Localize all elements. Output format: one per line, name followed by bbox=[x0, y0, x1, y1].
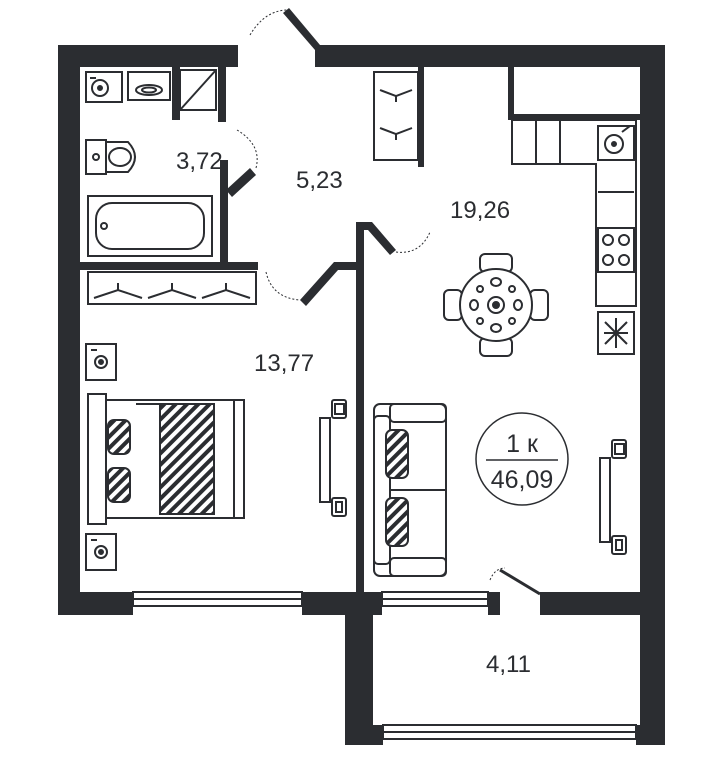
furniture bbox=[85, 69, 637, 577]
bed-icon bbox=[87, 393, 245, 525]
balcony-area-label: 4,11 bbox=[486, 651, 531, 678]
utility-shaft-icon bbox=[179, 69, 217, 111]
hall-area-label: 5,23 bbox=[296, 167, 343, 194]
bathroom-door-swing bbox=[236, 129, 258, 169]
bedroom-area-label: 13,77 bbox=[254, 350, 314, 377]
apartment-summary-badge bbox=[475, 412, 569, 506]
balcony-door-swing bbox=[489, 567, 506, 581]
kitchen-counter-icon bbox=[511, 119, 637, 307]
nightstand-top-icon bbox=[85, 343, 117, 381]
balcony-door-leaf bbox=[499, 568, 541, 596]
living-kitchen-area-label: 19,26 bbox=[450, 197, 510, 224]
bedroom-tv-icon bbox=[319, 399, 347, 517]
door-swings bbox=[236, 9, 506, 581]
hall-wardrobe-icon bbox=[373, 71, 419, 161]
nightstand-bottom-icon bbox=[85, 533, 117, 571]
windows bbox=[132, 591, 637, 740]
living-tv-icon bbox=[599, 439, 627, 555]
room-count-label: 1 к bbox=[506, 430, 539, 458]
entry-door-swing bbox=[249, 9, 289, 36]
living-door-swing bbox=[395, 231, 431, 253]
fridge-icon bbox=[597, 311, 635, 355]
bathtub-icon bbox=[87, 195, 213, 257]
washing-machine-icon bbox=[127, 71, 171, 101]
toilet-icon bbox=[85, 139, 136, 175]
bedroom-door-swing bbox=[265, 271, 301, 301]
total-area-label: 46,09 bbox=[491, 466, 554, 494]
bathroom-sink-icon bbox=[85, 71, 123, 103]
room-labels: 3,72 5,23 19,26 13,77 4,11 1 к 46,09 bbox=[176, 148, 553, 678]
bathroom-area-label: 3,72 bbox=[176, 148, 223, 175]
sofa-icon bbox=[373, 403, 447, 577]
walls bbox=[58, 8, 665, 745]
bedroom-wardrobe-icon bbox=[87, 271, 257, 305]
dining-table-icon bbox=[443, 253, 549, 357]
